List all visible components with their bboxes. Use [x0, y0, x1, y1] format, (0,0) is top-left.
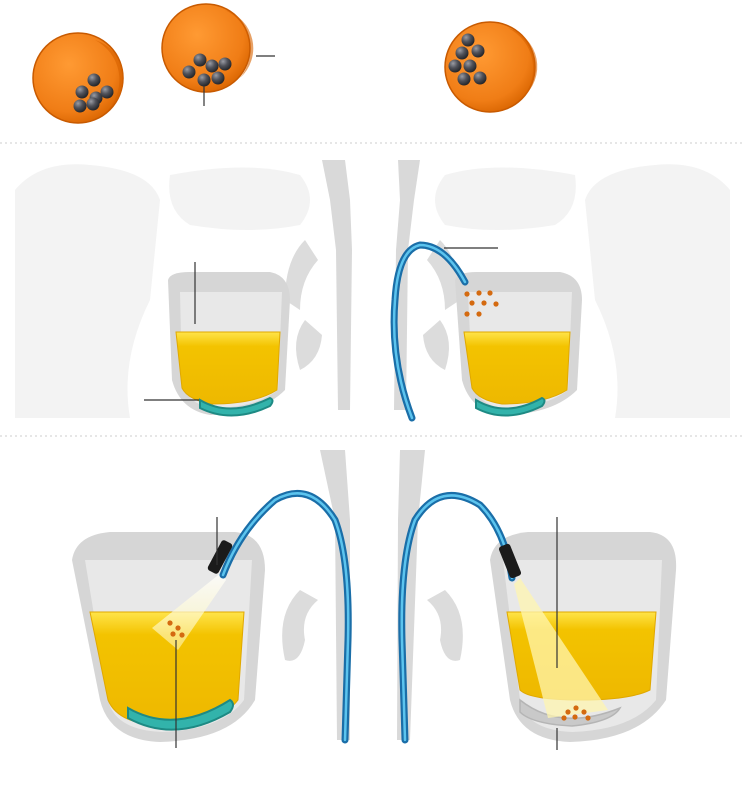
light-beam [514, 578, 608, 718]
right-maxillary-sinus [398, 491, 677, 750]
sinus-panel [15, 160, 730, 422]
fluid-pool [463, 331, 571, 405]
particle-core-cluster [73, 73, 114, 113]
nasal-cavity [285, 160, 460, 410]
particle-dots [167, 620, 185, 638]
particle-core-cluster [182, 53, 232, 87]
left-maxillary-sinus [72, 489, 352, 748]
particle-dots [561, 705, 591, 721]
endoscope-tip [498, 543, 522, 579]
endoscope-tip [207, 540, 233, 574]
light-beam [152, 572, 226, 650]
particle-middle [161, 3, 275, 106]
left-maxillary-sinus [144, 262, 290, 417]
particle-dots [464, 290, 499, 317]
right-maxillary-sinus [390, 241, 582, 422]
mucosa-layer [519, 698, 622, 727]
skull-outline [15, 164, 730, 418]
mucosa-layer [475, 396, 546, 417]
particle-right [444, 21, 538, 113]
mucosa-layer [199, 396, 274, 417]
fluid-pool [175, 331, 281, 405]
activation-panel [72, 450, 677, 750]
particle-core-cluster [448, 33, 487, 86]
particle-left [32, 32, 124, 124]
mucosa-layer [127, 698, 234, 731]
particle-panel [32, 3, 538, 124]
